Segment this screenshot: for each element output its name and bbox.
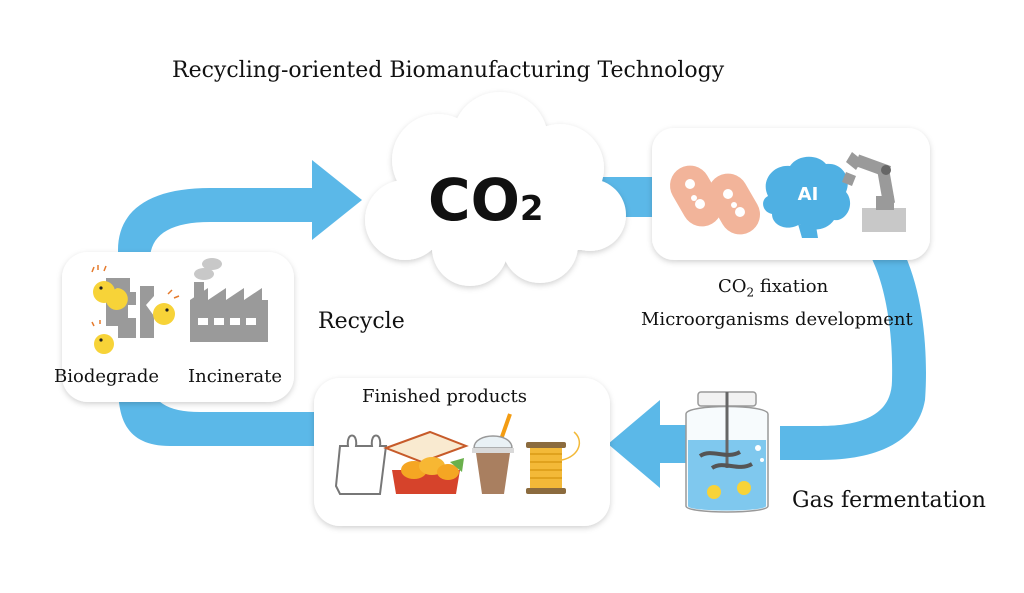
diagram-title: Recycling-oriented Biomanufacturing Tech… bbox=[172, 58, 725, 83]
ai-brain-icon: AI bbox=[763, 156, 851, 238]
thread-spool-icon bbox=[526, 431, 581, 494]
robot-arm-icon bbox=[842, 152, 906, 232]
fermenter-tank-icon bbox=[685, 391, 769, 513]
incinerate-label: Incinerate bbox=[188, 366, 283, 387]
arrow-to-products bbox=[608, 400, 700, 488]
pacman-icon bbox=[91, 265, 180, 354]
factory-icon bbox=[190, 258, 268, 342]
co2-fixation-prefix: CO bbox=[718, 276, 747, 297]
plastic-bag-icon bbox=[334, 434, 388, 495]
lunch-box-icon bbox=[383, 430, 469, 494]
cloud-co2-sub: 2 bbox=[520, 189, 544, 229]
bacteria-icon bbox=[670, 165, 760, 235]
co2-fixation-suffix: fixation bbox=[754, 276, 829, 297]
drink-cup-icon bbox=[472, 413, 514, 494]
co2-fixation-sub: 2 bbox=[746, 285, 755, 300]
recycle-arrow-right bbox=[780, 255, 926, 460]
finished-products-heading: Finished products bbox=[362, 386, 527, 407]
microorganisms-label: Microorganisms development bbox=[641, 309, 913, 330]
co2-cloud bbox=[365, 92, 626, 286]
gas-fermentation-label: Gas fermentation bbox=[792, 488, 986, 513]
recycle-label: Recycle bbox=[318, 309, 405, 334]
biodegrade-label: Biodegrade bbox=[54, 366, 160, 387]
recycle-arrow-left bbox=[118, 160, 362, 446]
cloud-co2-main: CO bbox=[428, 166, 520, 234]
ai-badge-text: AI bbox=[798, 184, 819, 205]
cloud-co2-text: CO2 bbox=[428, 166, 544, 234]
